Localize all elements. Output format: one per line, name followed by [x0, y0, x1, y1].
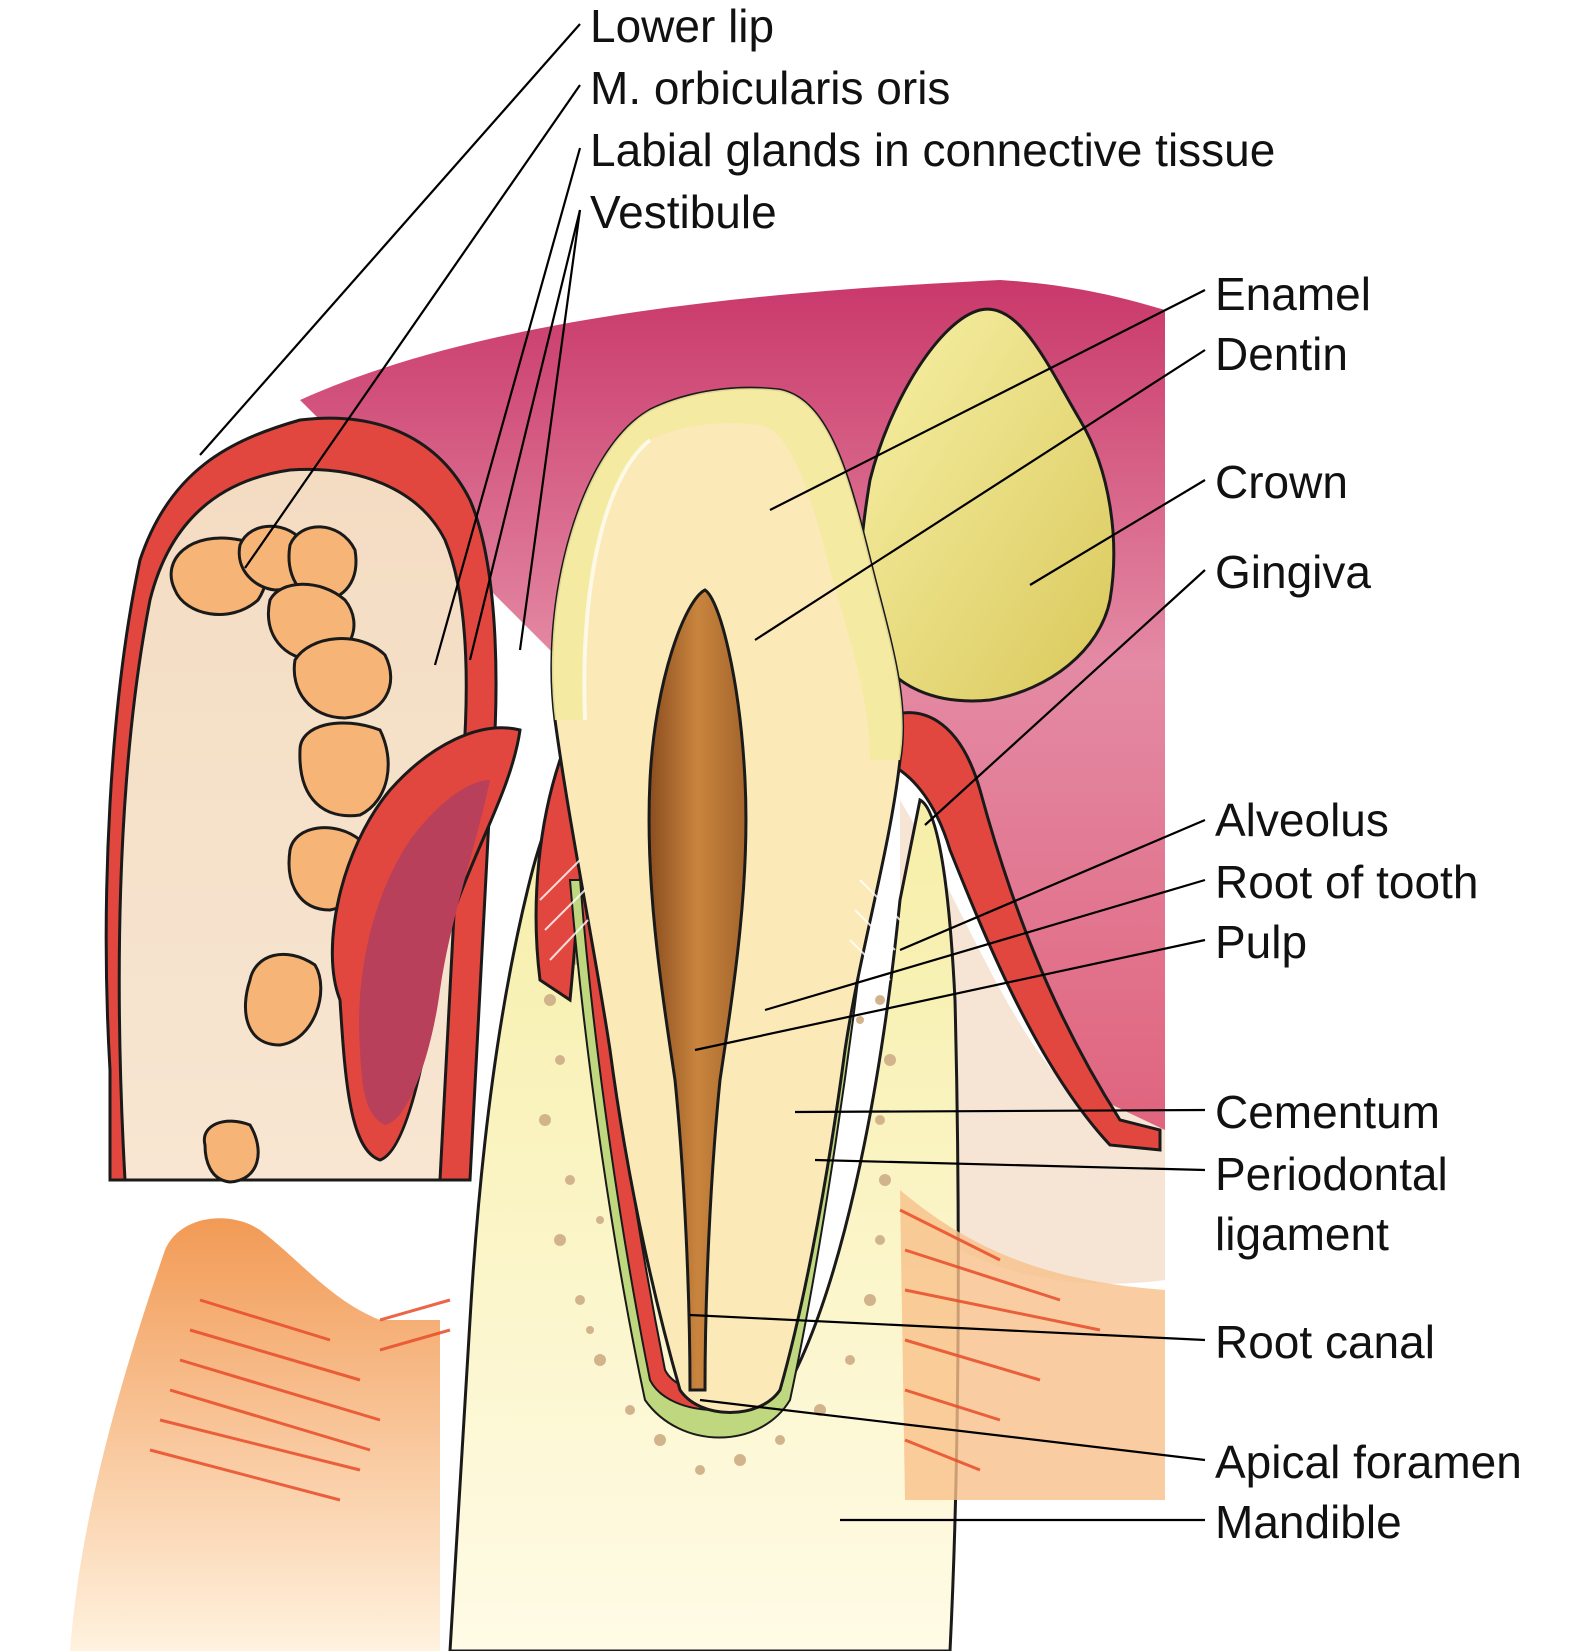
mandible-trabeculae [539, 955, 896, 1475]
label-orbicularis: M. orbicularis oris [590, 62, 951, 114]
label-ligament: ligament [1215, 1208, 1389, 1260]
leader-lines [199, 23, 1206, 1522]
label-lower-lip: Lower lip [590, 0, 775, 52]
gingiva-right [878, 711, 1162, 1152]
label-vestibule: Vestibule [590, 186, 777, 238]
label-cementum: Cementum [1215, 1086, 1440, 1138]
label-dentin: Dentin [1215, 328, 1348, 380]
vestibule-space [359, 780, 490, 1125]
label-root-canal: Root canal [1215, 1316, 1435, 1368]
label-enamel: Enamel [1215, 268, 1371, 320]
enamel [551, 388, 903, 760]
label-apical-foramen: Apical foramen [1215, 1436, 1522, 1488]
label-alveolus: Alveolus [1215, 794, 1389, 846]
right-muscle [900, 1190, 1165, 1500]
label-mandible: Mandible [1215, 1496, 1402, 1548]
label-crown: Crown [1215, 456, 1348, 508]
label-gingiva: Gingiva [1215, 546, 1371, 598]
label-labial-glands: Labial glands in connective tissue [590, 124, 1276, 176]
label-periodontal: Periodontal [1215, 1148, 1448, 1200]
label-root-of-tooth: Root of tooth [1215, 856, 1479, 908]
pulp [647, 588, 748, 1392]
labial-glands [169, 524, 393, 1184]
label-pulp: Pulp [1215, 916, 1308, 968]
orbicularis-muscle [70, 1218, 440, 1651]
